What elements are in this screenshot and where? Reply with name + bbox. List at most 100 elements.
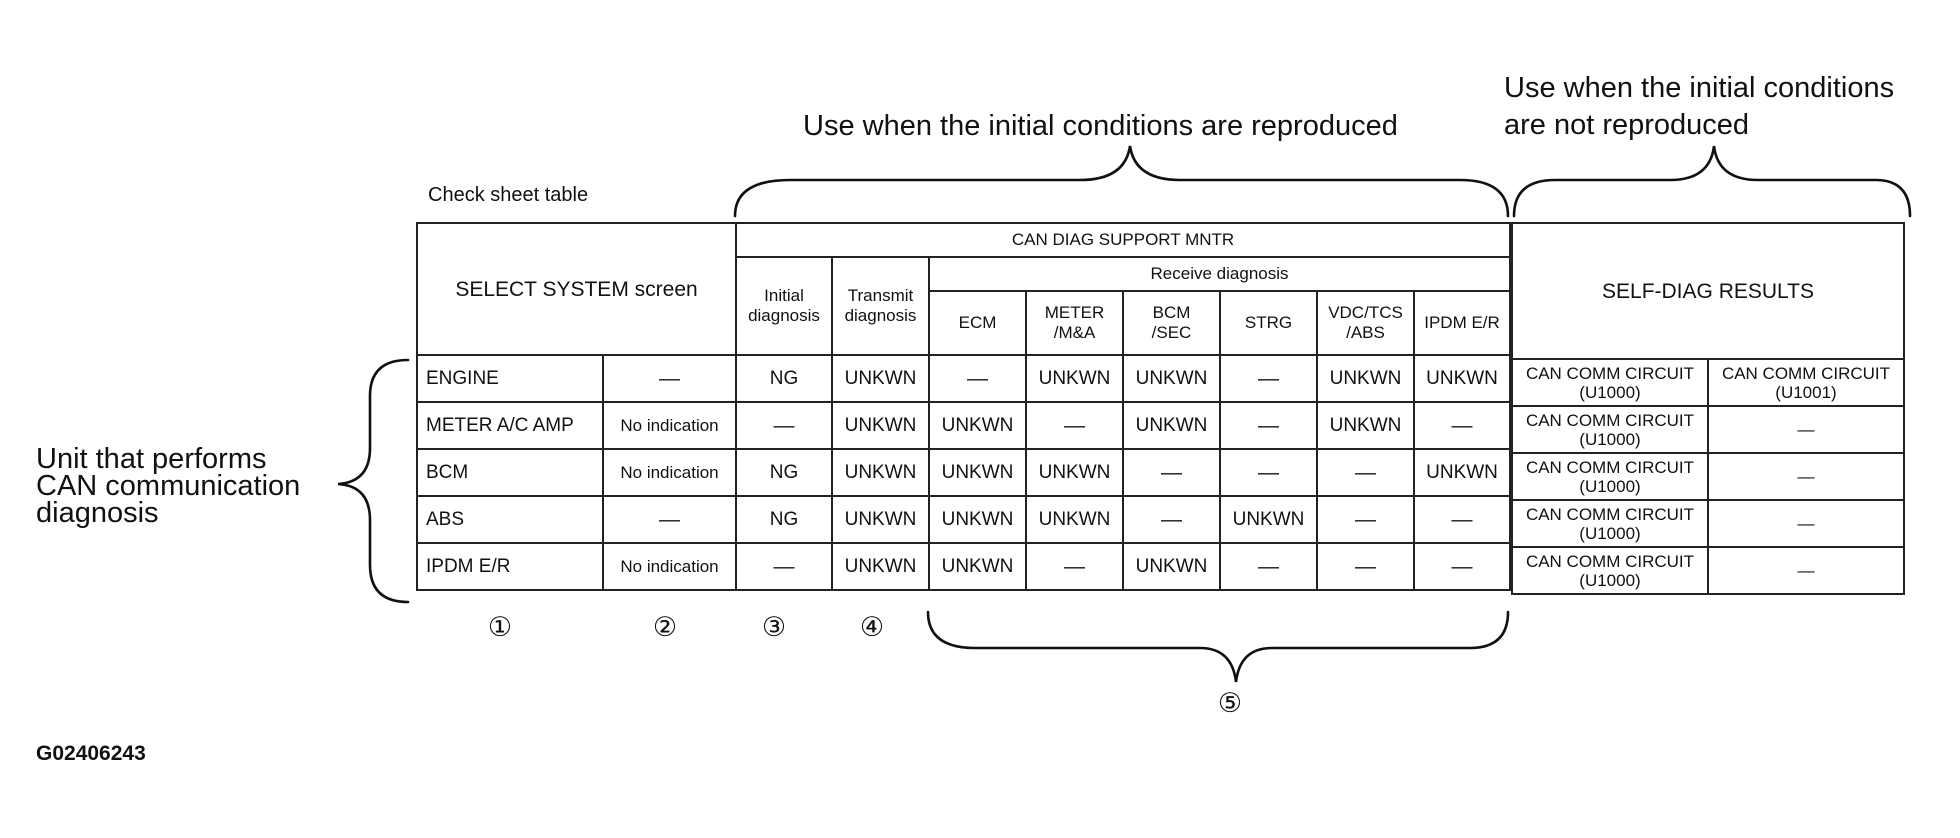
- self-diag-cell: —: [1707, 546, 1905, 595]
- receive-col-vdc: VDC/TCS /ABS: [1316, 290, 1415, 356]
- self-diag-cell: —: [1707, 499, 1905, 548]
- select-system-cell: No indication: [602, 448, 737, 497]
- self-diag-cell: CAN COMM CIRCUIT (U1000): [1511, 452, 1709, 501]
- receive-col-ipdm: IPDM E/R: [1412, 290, 1512, 356]
- transmit-diagnosis-cell: UNKWN: [831, 354, 930, 403]
- receive-cell: UNKWN: [1122, 401, 1221, 450]
- initial-diagnosis-cell: NG: [735, 354, 833, 403]
- receive-cell: —: [1219, 354, 1318, 403]
- check-sheet-table: SELECT SYSTEM screen CAN DIAG SUPPORT MN…: [416, 222, 1512, 591]
- marker-2: ②: [652, 612, 678, 642]
- receive-cell: —: [1412, 401, 1512, 450]
- note-reproduced: Use when the initial conditions are repr…: [803, 110, 1398, 142]
- brace-not-reproduced: [1512, 145, 1912, 218]
- self-diag-row: CAN COMM CIRCUIT (U1000)—: [1511, 405, 1905, 454]
- receive-col-bcm: BCM /SEC: [1122, 290, 1221, 356]
- initial-diagnosis-cell: —: [735, 401, 833, 450]
- select-system-cell: No indication: [602, 401, 737, 450]
- self-diag-table: SELF-DIAG RESULTS CAN COMM CIRCUIT (U100…: [1511, 222, 1905, 595]
- self-diag-cell: CAN COMM CIRCUIT (U1000): [1511, 358, 1709, 407]
- can-diag-header: CAN DIAG SUPPORT MNTR: [734, 222, 1512, 258]
- brace-receive: [926, 610, 1510, 683]
- unit-cell: METER A/C AMP: [416, 401, 604, 450]
- receive-cell: —: [1316, 542, 1415, 591]
- self-diag-row: CAN COMM CIRCUIT (U1000)—: [1511, 546, 1905, 595]
- receive-cell: UNKWN: [1025, 495, 1124, 544]
- receive-cell: UNKWN: [1316, 401, 1415, 450]
- note-not-reproduced-line2: are not reproduced: [1504, 109, 1750, 141]
- receive-cell: UNKWN: [1025, 448, 1124, 497]
- select-system-header: SELECT SYSTEM screen: [416, 222, 737, 356]
- receive-cell: —: [1025, 401, 1124, 450]
- receive-cell: —: [1219, 542, 1318, 591]
- select-system-cell: —: [602, 495, 737, 544]
- receive-cell: —: [1412, 542, 1512, 591]
- unit-cell: ENGINE: [416, 354, 604, 403]
- marker-4: ④: [859, 612, 885, 642]
- receive-cell: UNKWN: [928, 495, 1027, 544]
- receive-cell: UNKWN: [1316, 354, 1415, 403]
- receive-cell: UNKWN: [1412, 354, 1512, 403]
- receive-cell: —: [1122, 495, 1221, 544]
- receive-cell: UNKWN: [928, 448, 1027, 497]
- receive-cell: —: [1219, 401, 1318, 450]
- receive-cell: —: [1316, 448, 1415, 497]
- transmit-diagnosis-header: Transmit diagnosis: [831, 256, 930, 356]
- initial-diagnosis-cell: NG: [735, 448, 833, 497]
- table-caption: Check sheet table: [428, 184, 589, 206]
- self-diag-cell: —: [1707, 452, 1905, 501]
- receive-cell: UNKWN: [1122, 542, 1221, 591]
- self-diag-cell: CAN COMM CIRCUIT (U1000): [1511, 499, 1709, 548]
- unit-cell: BCM: [416, 448, 604, 497]
- marker-3: ③: [761, 612, 787, 642]
- receive-cell: —: [1025, 542, 1124, 591]
- transmit-diagnosis-cell: UNKWN: [831, 542, 930, 591]
- receive-col-meter: METER /M&A: [1025, 290, 1124, 356]
- self-diag-row: CAN COMM CIRCUIT (U1000)—: [1511, 452, 1905, 501]
- receive-col-ecm: ECM: [928, 290, 1027, 356]
- brace-reproduced: [733, 145, 1510, 218]
- transmit-diagnosis-cell: UNKWN: [831, 495, 930, 544]
- self-diag-cell: CAN COMM CIRCUIT (U1000): [1511, 405, 1709, 454]
- unit-cell: ABS: [416, 495, 604, 544]
- receive-cell: UNKWN: [1219, 495, 1318, 544]
- initial-diagnosis-cell: —: [735, 542, 833, 591]
- receive-cell: UNKWN: [928, 542, 1027, 591]
- receive-cell: UNKWN: [1122, 354, 1221, 403]
- receive-cell: UNKWN: [1025, 354, 1124, 403]
- note-not-reproduced-line1: Use when the initial conditions: [1504, 72, 1895, 104]
- transmit-diagnosis-cell: UNKWN: [831, 401, 930, 450]
- select-system-cell: —: [602, 354, 737, 403]
- receive-col-strg: STRG: [1219, 290, 1318, 356]
- receive-cell: —: [928, 354, 1027, 403]
- marker-5: ⑤: [1217, 688, 1243, 718]
- self-diag-header: SELF-DIAG RESULTS: [1511, 222, 1905, 360]
- receive-cell: —: [1219, 448, 1318, 497]
- receive-cell: UNKWN: [928, 401, 1027, 450]
- receive-cell: —: [1412, 495, 1512, 544]
- transmit-diagnosis-cell: UNKWN: [831, 448, 930, 497]
- self-diag-cell: CAN COMM CIRCUIT (U1001): [1707, 358, 1905, 407]
- receive-diagnosis-header: Receive diagnosis: [927, 256, 1512, 292]
- receive-cell: —: [1316, 495, 1415, 544]
- self-diag-row: CAN COMM CIRCUIT (U1000)—: [1511, 499, 1905, 548]
- initial-diagnosis-header: Initial diagnosis: [735, 256, 833, 356]
- receive-cell: —: [1122, 448, 1221, 497]
- initial-diagnosis-cell: NG: [735, 495, 833, 544]
- marker-1: ①: [487, 612, 513, 642]
- side-label: Unit that performs CAN communication dia…: [36, 443, 301, 529]
- self-diag-cell: CAN COMM CIRCUIT (U1000): [1511, 546, 1709, 595]
- brace-unit-side: [337, 358, 410, 604]
- unit-cell: IPDM E/R: [416, 542, 604, 591]
- figure-id: G02406243: [36, 742, 146, 765]
- select-system-cell: No indication: [602, 542, 737, 591]
- receive-cell: UNKWN: [1412, 448, 1512, 497]
- self-diag-row: CAN COMM CIRCUIT (U1000)CAN COMM CIRCUIT…: [1511, 358, 1905, 407]
